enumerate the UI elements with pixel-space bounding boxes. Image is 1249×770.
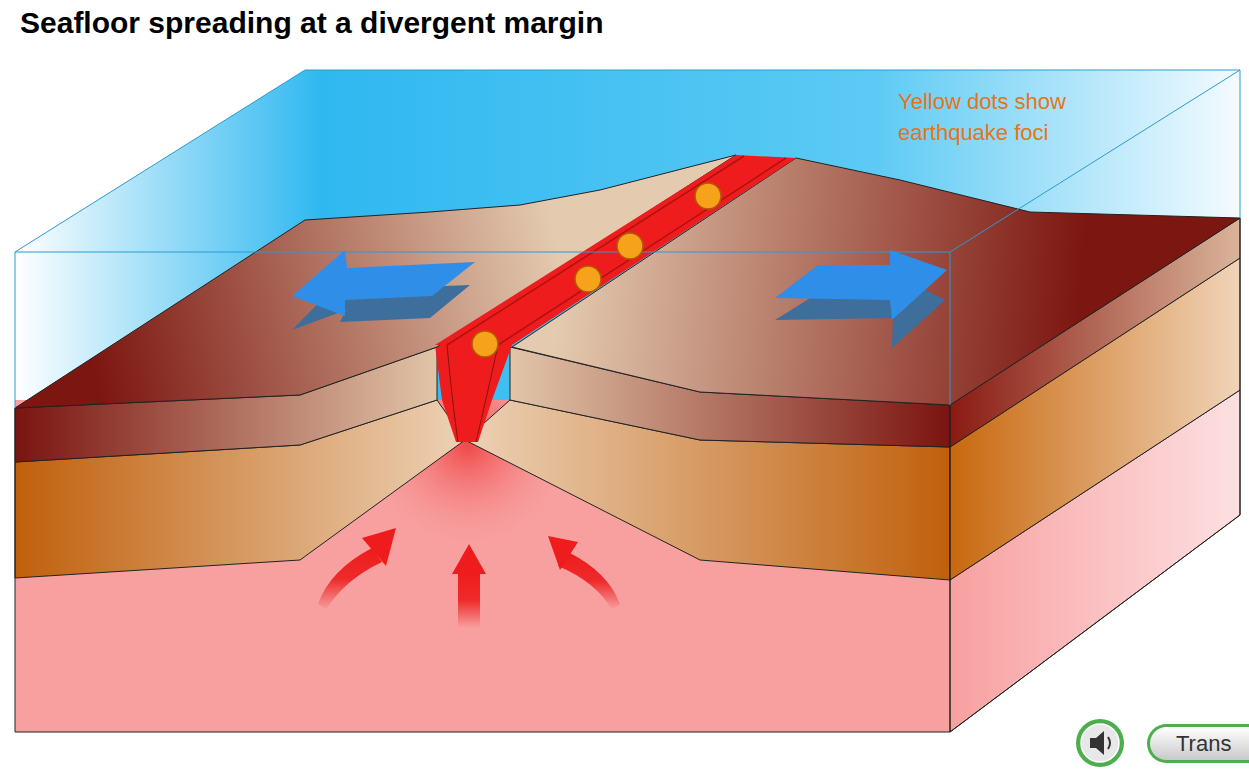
speaker-face bbox=[1081, 724, 1119, 762]
button-label: Trans bbox=[1176, 731, 1231, 756]
earthquake-dot bbox=[695, 183, 721, 209]
arrow-body bbox=[292, 250, 475, 316]
water-edges bbox=[15, 70, 1240, 408]
block-outline bbox=[15, 218, 1240, 732]
arrow-head bbox=[452, 544, 486, 574]
arrow-body bbox=[775, 250, 947, 320]
transcript-button: Trans bbox=[1147, 724, 1249, 763]
rift-top bbox=[435, 155, 796, 345]
rift-front bbox=[435, 345, 512, 442]
speaker-button bbox=[1076, 719, 1124, 767]
arrow-shaft bbox=[318, 548, 382, 610]
rift-line bbox=[447, 345, 498, 442]
speaker-icon bbox=[1090, 731, 1104, 755]
spreading-arrow-right bbox=[775, 250, 947, 348]
speaker-ring bbox=[1076, 719, 1124, 767]
earthquake-dot bbox=[472, 331, 498, 357]
earthquake-foci bbox=[472, 183, 721, 357]
diagram-title: Seafloor spreading at a divergent margin bbox=[20, 6, 603, 40]
note-label: Yellow dots show earthquake foci bbox=[898, 86, 1103, 148]
arrow-shaft bbox=[558, 552, 620, 610]
spreading-arrow-left bbox=[292, 250, 475, 330]
arrow-head bbox=[362, 528, 396, 566]
earthquake-dot bbox=[617, 233, 643, 259]
arrow-head bbox=[548, 536, 578, 570]
speaker-wave bbox=[1108, 737, 1110, 749]
rift-edge bbox=[447, 156, 786, 345]
earthquake-dot bbox=[575, 266, 601, 292]
plate-right-surface bbox=[512, 158, 1240, 405]
upwelling-arrows bbox=[318, 528, 620, 628]
arrow-shaft bbox=[458, 572, 480, 628]
